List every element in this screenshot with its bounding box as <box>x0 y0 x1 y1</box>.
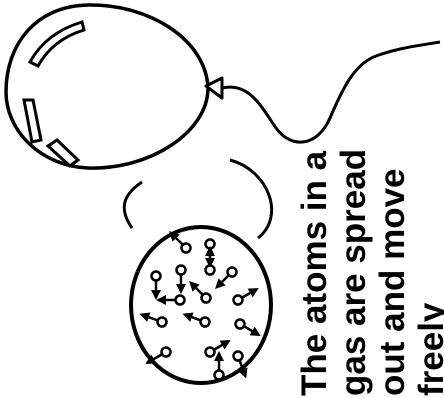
atom-body <box>234 296 243 305</box>
atom-body <box>177 266 186 275</box>
atom-body <box>206 348 215 357</box>
atom-body <box>176 296 185 305</box>
caption: The atoms in a gas are spread out and mo… <box>295 149 444 396</box>
atom-body <box>158 318 167 327</box>
caption-line: The atoms in a <box>295 150 334 396</box>
atom-body <box>234 352 243 361</box>
balloon <box>6 5 208 168</box>
caption-line: freely <box>412 302 444 396</box>
atom-body <box>152 272 161 281</box>
atom-body <box>201 318 210 327</box>
atom-body <box>236 320 245 329</box>
balloon-string <box>222 42 440 142</box>
atom-body <box>182 244 191 253</box>
atom-body <box>228 268 237 277</box>
atom-body <box>215 371 224 380</box>
atom-body <box>202 294 211 303</box>
atom-body <box>162 348 171 357</box>
caption-line: out and move <box>373 168 412 396</box>
atom-body <box>206 266 215 275</box>
caption-line: gas are spread <box>334 149 373 396</box>
